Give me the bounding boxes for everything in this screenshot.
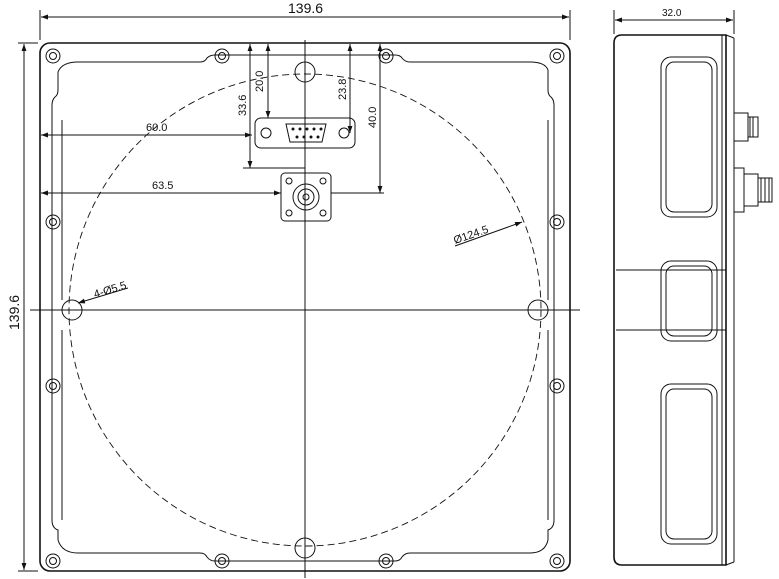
dim-33-6: 33.6 [237, 95, 249, 116]
dim-holes: 4-Ø5.5 [92, 280, 128, 301]
dim-circle-diameter: Ø124.5 [452, 224, 490, 247]
dim-overall-height: 139.6 [6, 295, 22, 330]
inner-frame-detail [61, 120, 549, 520]
front-view: 139.6 139.6 60.0 63.5 33.6 20.0 23.8 40.… [6, 0, 580, 578]
dim-63-5: 63.5 [152, 180, 173, 192]
side-view: 32.0 [613, 8, 773, 566]
dim-depth: 32.0 [662, 8, 682, 19]
dim-20: 20.0 [254, 71, 266, 92]
rf-connector [280, 172, 332, 222]
side-connectors [733, 112, 773, 213]
inner-frame [51, 54, 555, 562]
mounting-holes [45, 48, 565, 569]
dim-60: 60.0 [146, 122, 167, 134]
dsub-connector [254, 117, 356, 149]
side-recess-middle [660, 260, 718, 342]
dim-40: 40.0 [367, 107, 379, 128]
side-recess-bottom [660, 383, 718, 545]
side-recess-top [660, 56, 718, 218]
dim-23-8: 23.8 [337, 79, 349, 100]
dim-overall-width: 139.6 [288, 0, 323, 16]
